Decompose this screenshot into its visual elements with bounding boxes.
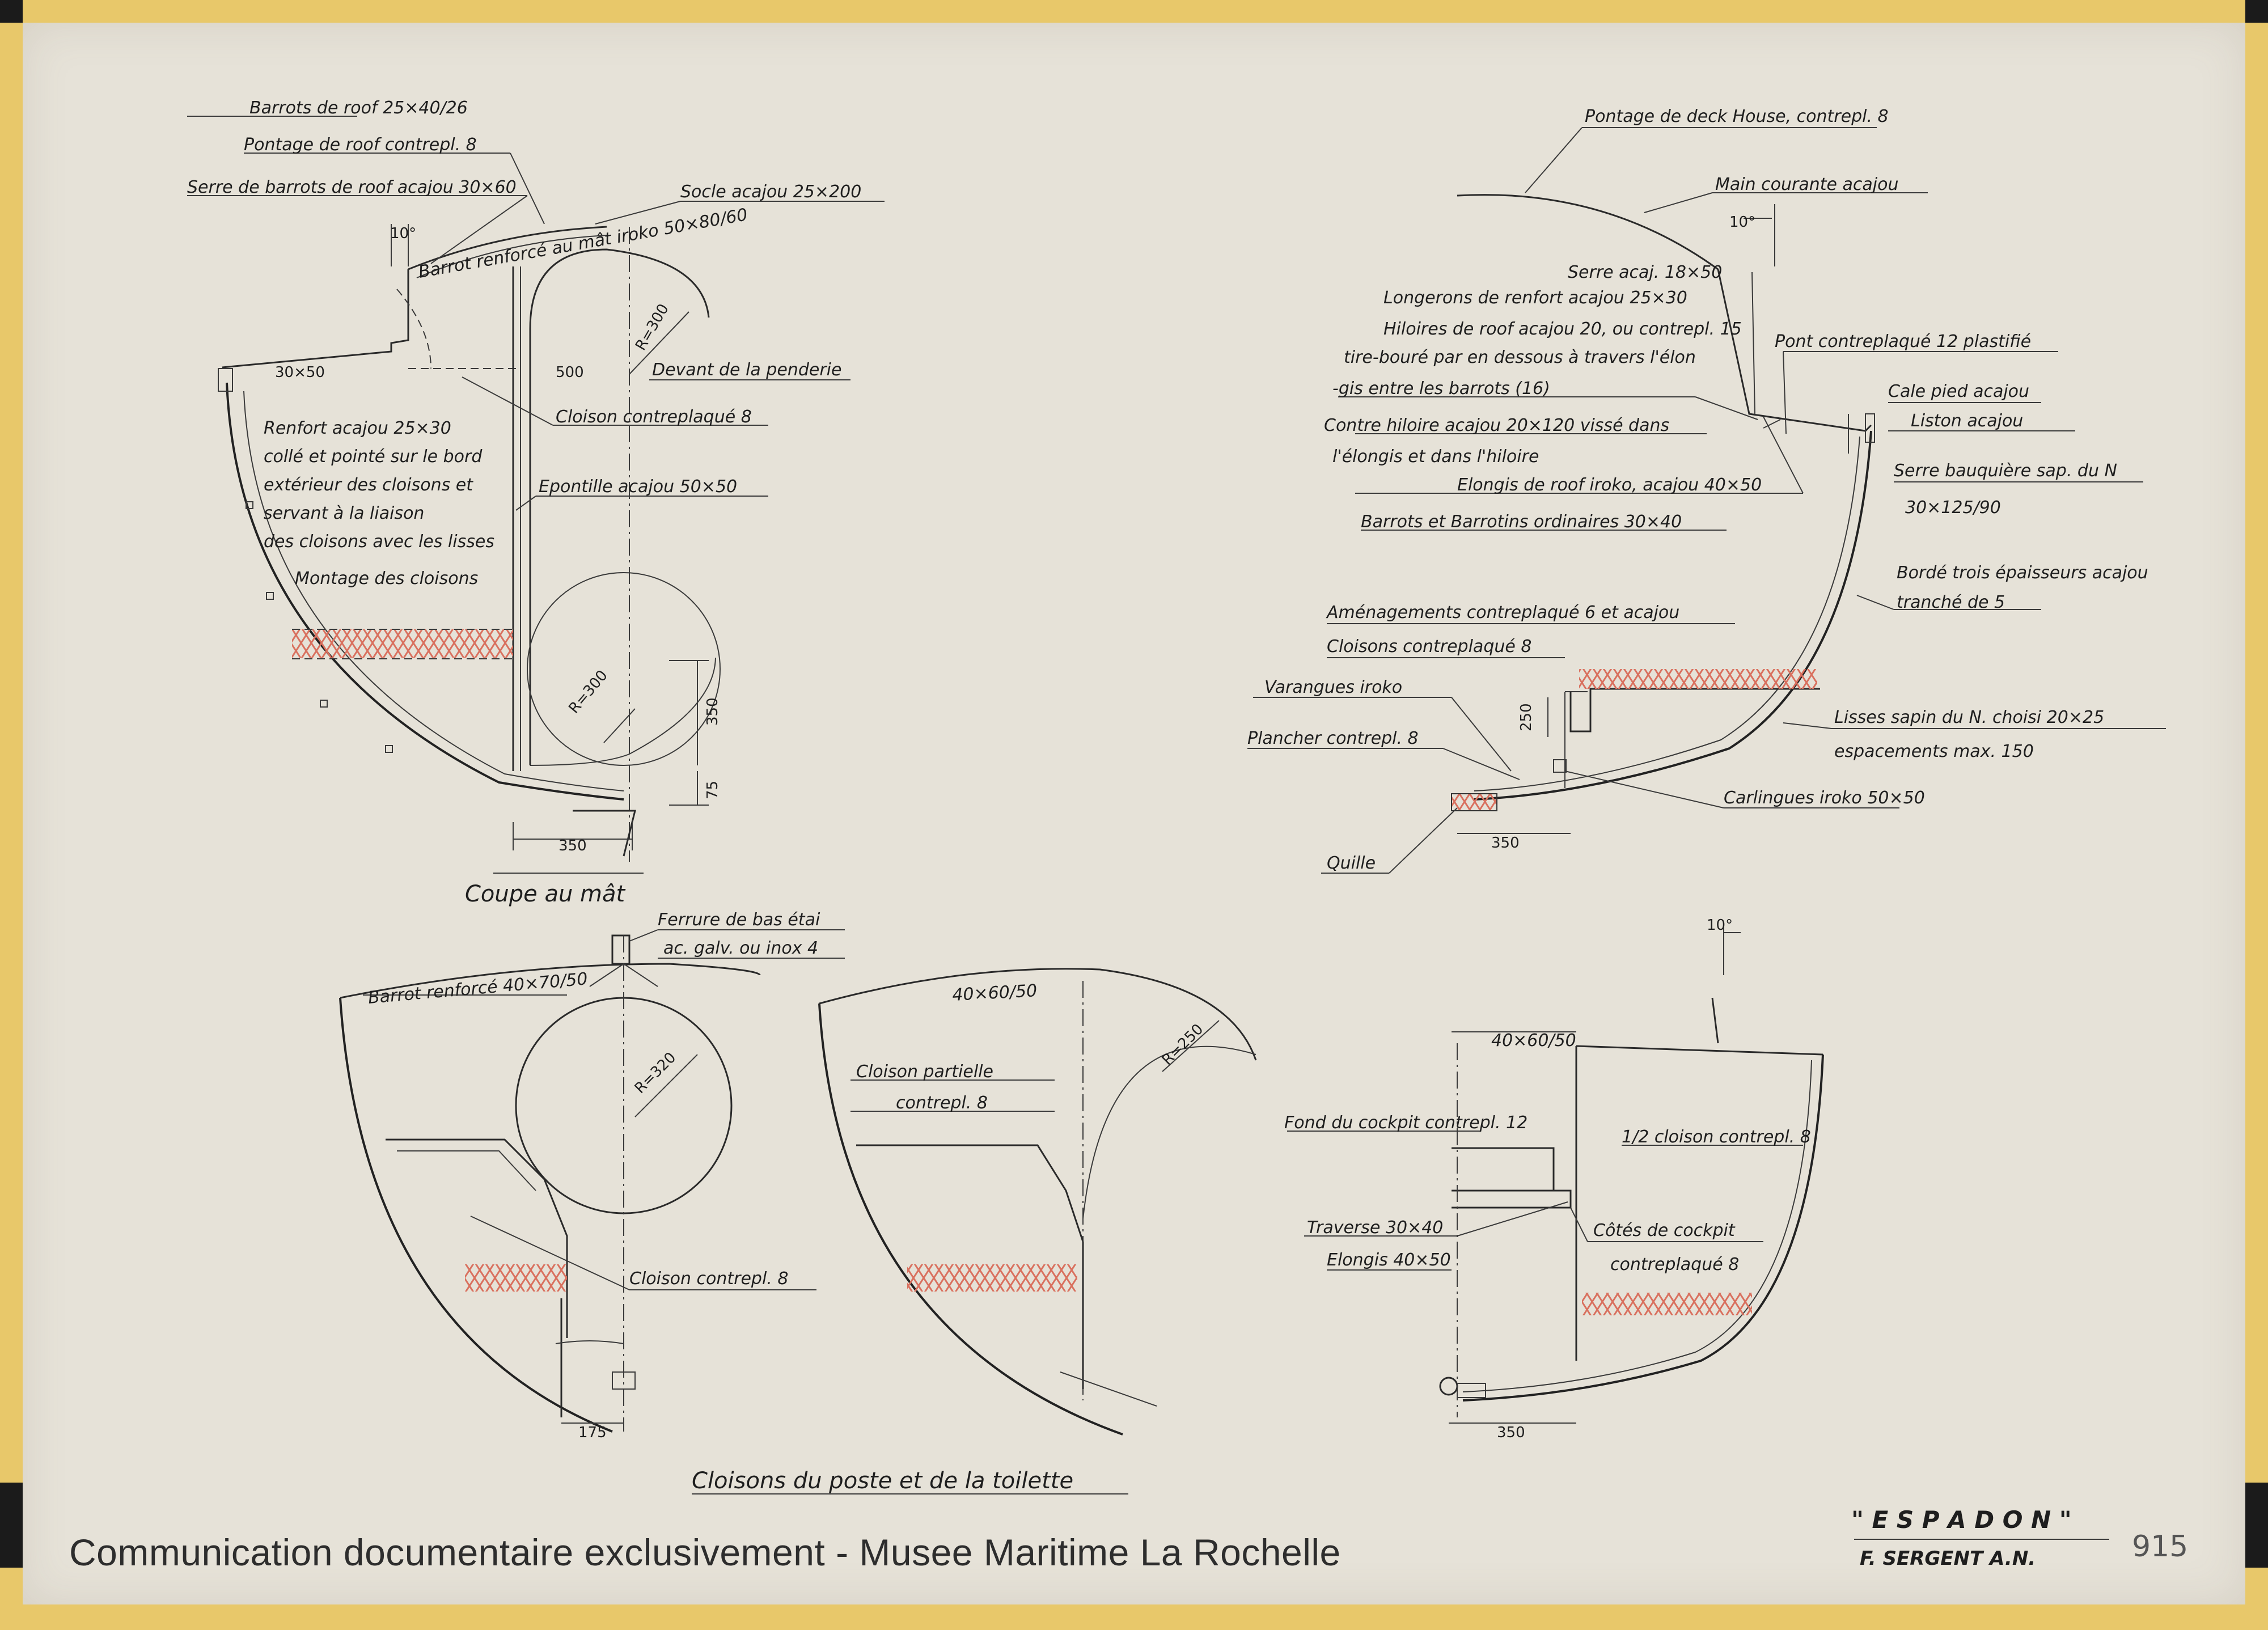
label-ferrure-material: ac. galv. ou inox 4 — [663, 938, 818, 958]
label-gis-barrots: -gis entre les barrots (16) — [1332, 379, 1550, 399]
label-barrot-renforce: Barrot renforcé au mât iroko 50×80/60 — [417, 205, 749, 282]
dim-angle: 10° — [390, 225, 416, 242]
dim-r250: R=250 — [1159, 1021, 1207, 1068]
label-contre-hiloire: Contre hiloire acajou 20×120 vissé dans — [1324, 416, 1669, 435]
label-carlingues: Carlingues iroko 50×50 — [1724, 788, 1925, 808]
label-lisses: Lisses sapin du N. choisi 20×25 — [1834, 708, 2104, 727]
label-tranche: tranché de 5 — [1897, 592, 2005, 612]
label-longerons: Longerons de renfort acajou 25×30 — [1383, 288, 1687, 308]
bulkhead-outline — [818, 1003, 1123, 1436]
mattress-hatch — [465, 1264, 567, 1292]
label-cloison-left: Cloison contrepl. 8 — [629, 1269, 788, 1289]
label-serre-bauquiere: Serre bauquière sap. du N — [1894, 461, 2117, 481]
tape-corner — [0, 0, 23, 23]
tape-corner — [2245, 0, 2268, 23]
dim-r300-bottom: R=300 — [565, 667, 611, 717]
label-40x60-50: 40×60/50 — [952, 981, 1038, 1005]
dim-350: 350 — [1497, 1424, 1525, 1441]
dim-angle: 10° — [1729, 214, 1755, 231]
label-renfort-4: servant à la liaison — [264, 503, 424, 523]
label-renfort-5: des cloisons avec les lisses — [264, 532, 494, 552]
hull-outline — [226, 382, 624, 801]
label-cloison-partielle-material: contrepl. 8 — [896, 1093, 988, 1113]
dim-r300-top: R=300 — [632, 301, 672, 353]
dim-75: 75 — [704, 781, 721, 799]
dim-175: 175 — [578, 1424, 607, 1441]
label-amenagements: Aménagements contreplaqué 6 et acajou — [1326, 603, 1679, 623]
label-socle: Socle acajou 25×200 — [680, 182, 861, 202]
plan-number: 915 — [2132, 1530, 2188, 1564]
label-demi-cloison: 1/2 cloison contrepl. 8 — [1622, 1127, 1811, 1147]
label-borde: Bordé trois épaisseurs acajou — [1897, 563, 2148, 583]
label-epontille: Epontille acajou 50×50 — [539, 477, 737, 497]
label-devant-penderie: Devant de la penderie — [652, 360, 841, 380]
dim-r320: R=320 — [632, 1049, 679, 1096]
label-cloison: Cloison contreplaqué 8 — [556, 407, 752, 427]
cockpit-hull — [1462, 1054, 1824, 1402]
label-serre-barrots: Serre de barrots de roof acajou 30×60 — [187, 177, 517, 197]
tape-corner — [2245, 1483, 2268, 1568]
label-plancher: Plancher contrepl. 8 — [1247, 729, 1419, 748]
mattress-hatch — [1579, 669, 1817, 689]
label-pontage-deck: Pontage de deck House, contrepl. 8 — [1585, 107, 1889, 126]
label-elongis: Elongis 40×50 — [1327, 1250, 1451, 1270]
label-cotes-material: contreplaqué 8 — [1610, 1255, 1739, 1275]
label-elongis-hiloire: l'élongis et dans l'hiloire — [1332, 447, 1539, 467]
hull-outline — [1474, 430, 1872, 801]
dim-350-vertical: 350 — [704, 697, 721, 726]
boat-name: " E S P A D O N " — [1851, 1506, 2072, 1534]
dim-250: 250 — [1518, 703, 1535, 731]
label-elongis-roof: Elongis de roof iroko, acajou 40×50 — [1457, 475, 1762, 495]
dim-500: 500 — [556, 364, 584, 381]
title-coupe-au-mat: Coupe au mât — [465, 881, 626, 907]
label-cale-pied: Cale pied acajou — [1888, 382, 2029, 401]
label-liston: Liston acajou — [1911, 411, 2023, 431]
drawing-sheet — [23, 23, 2245, 1604]
label-tire-boure: tire-bouré par en dessous à travers l'él… — [1344, 348, 1696, 367]
label-barrots-roof: Barrots de roof 25×40/26 — [249, 98, 468, 118]
mattress-hatch — [1582, 1293, 1752, 1315]
label-quille: Quille — [1327, 853, 1376, 873]
watermark-footer: Communication documentaire exclusivement… — [69, 1531, 1341, 1573]
label-barrots-ordinaires: Barrots et Barrotins ordinaires 30×40 — [1361, 512, 1682, 532]
title-block: " E S P A D O N " F. SERGENT A.N. 915 — [1851, 1506, 2188, 1570]
label-pont-contreplaque: Pont contreplaqué 12 plastifié — [1775, 332, 2031, 352]
label-hiloires: Hiloires de roof acajou 20, ou contrepl.… — [1383, 319, 1742, 339]
label-cloison-partielle: Cloison partielle — [856, 1062, 993, 1082]
deck-house-roof — [1457, 194, 1719, 270]
view-coupe-au-mat: Barrots de roof 25×40/26 Pontage de roof… — [187, 98, 885, 907]
bulkhead-outline — [339, 997, 613, 1433]
dim-350-horizontal: 350 — [558, 837, 587, 854]
title-cloisons: Cloisons du poste et de la toilette — [692, 1468, 1073, 1494]
label-montage-cloisons: Montage des cloisons — [295, 569, 478, 589]
mattress-hatch — [907, 1264, 1077, 1292]
view-cockpit: 40×60/50 Fond du cockpit contrepl. 12 1/… — [1284, 917, 1824, 1441]
mattress-hatch — [292, 629, 513, 658]
label-cloisons: Cloisons contreplaqué 8 — [1327, 637, 1531, 657]
author: F. SERGENT A.N. — [1860, 1547, 2036, 1570]
label-renfort-1: Renfort acajou 25×30 — [264, 418, 451, 438]
label-40x60-50: 40×60/50 — [1491, 1031, 1576, 1051]
label-ferrure: Ferrure de bas étai — [658, 910, 820, 930]
dim-350: 350 — [1491, 835, 1520, 852]
tape-corner — [0, 1483, 23, 1568]
label-main-courante: Main courante acajou — [1715, 175, 1898, 194]
dim-angle: 10° — [1707, 917, 1733, 934]
label-traverse: Traverse 30×40 — [1307, 1218, 1443, 1238]
view-coupe-deck-house: Pontage de deck House, contrepl. 8 Main … — [1247, 107, 2166, 874]
label-renfort-2: collé et pointé sur le bord — [264, 447, 483, 467]
label-varangues: Varangues iroko — [1264, 678, 1402, 697]
label-cotes-cockpit: Côtés de cockpit — [1593, 1221, 1736, 1241]
dim-30x50: 30×50 — [275, 364, 325, 381]
label-renfort-3: extérieur des cloisons et — [264, 475, 473, 495]
label-pontage-roof: Pontage de roof contrepl. 8 — [244, 135, 477, 155]
label-serre: Serre acaj. 18×50 — [1568, 263, 1722, 282]
label-serre-dim: 30×125/90 — [1905, 498, 2001, 518]
view-cloisons: Ferrure de bas étai ac. galv. ou inox 4 … — [339, 910, 1257, 1494]
label-fond-cockpit: Fond du cockpit contrepl. 12 — [1284, 1113, 1527, 1133]
label-espacements: espacements max. 150 — [1834, 742, 2034, 761]
